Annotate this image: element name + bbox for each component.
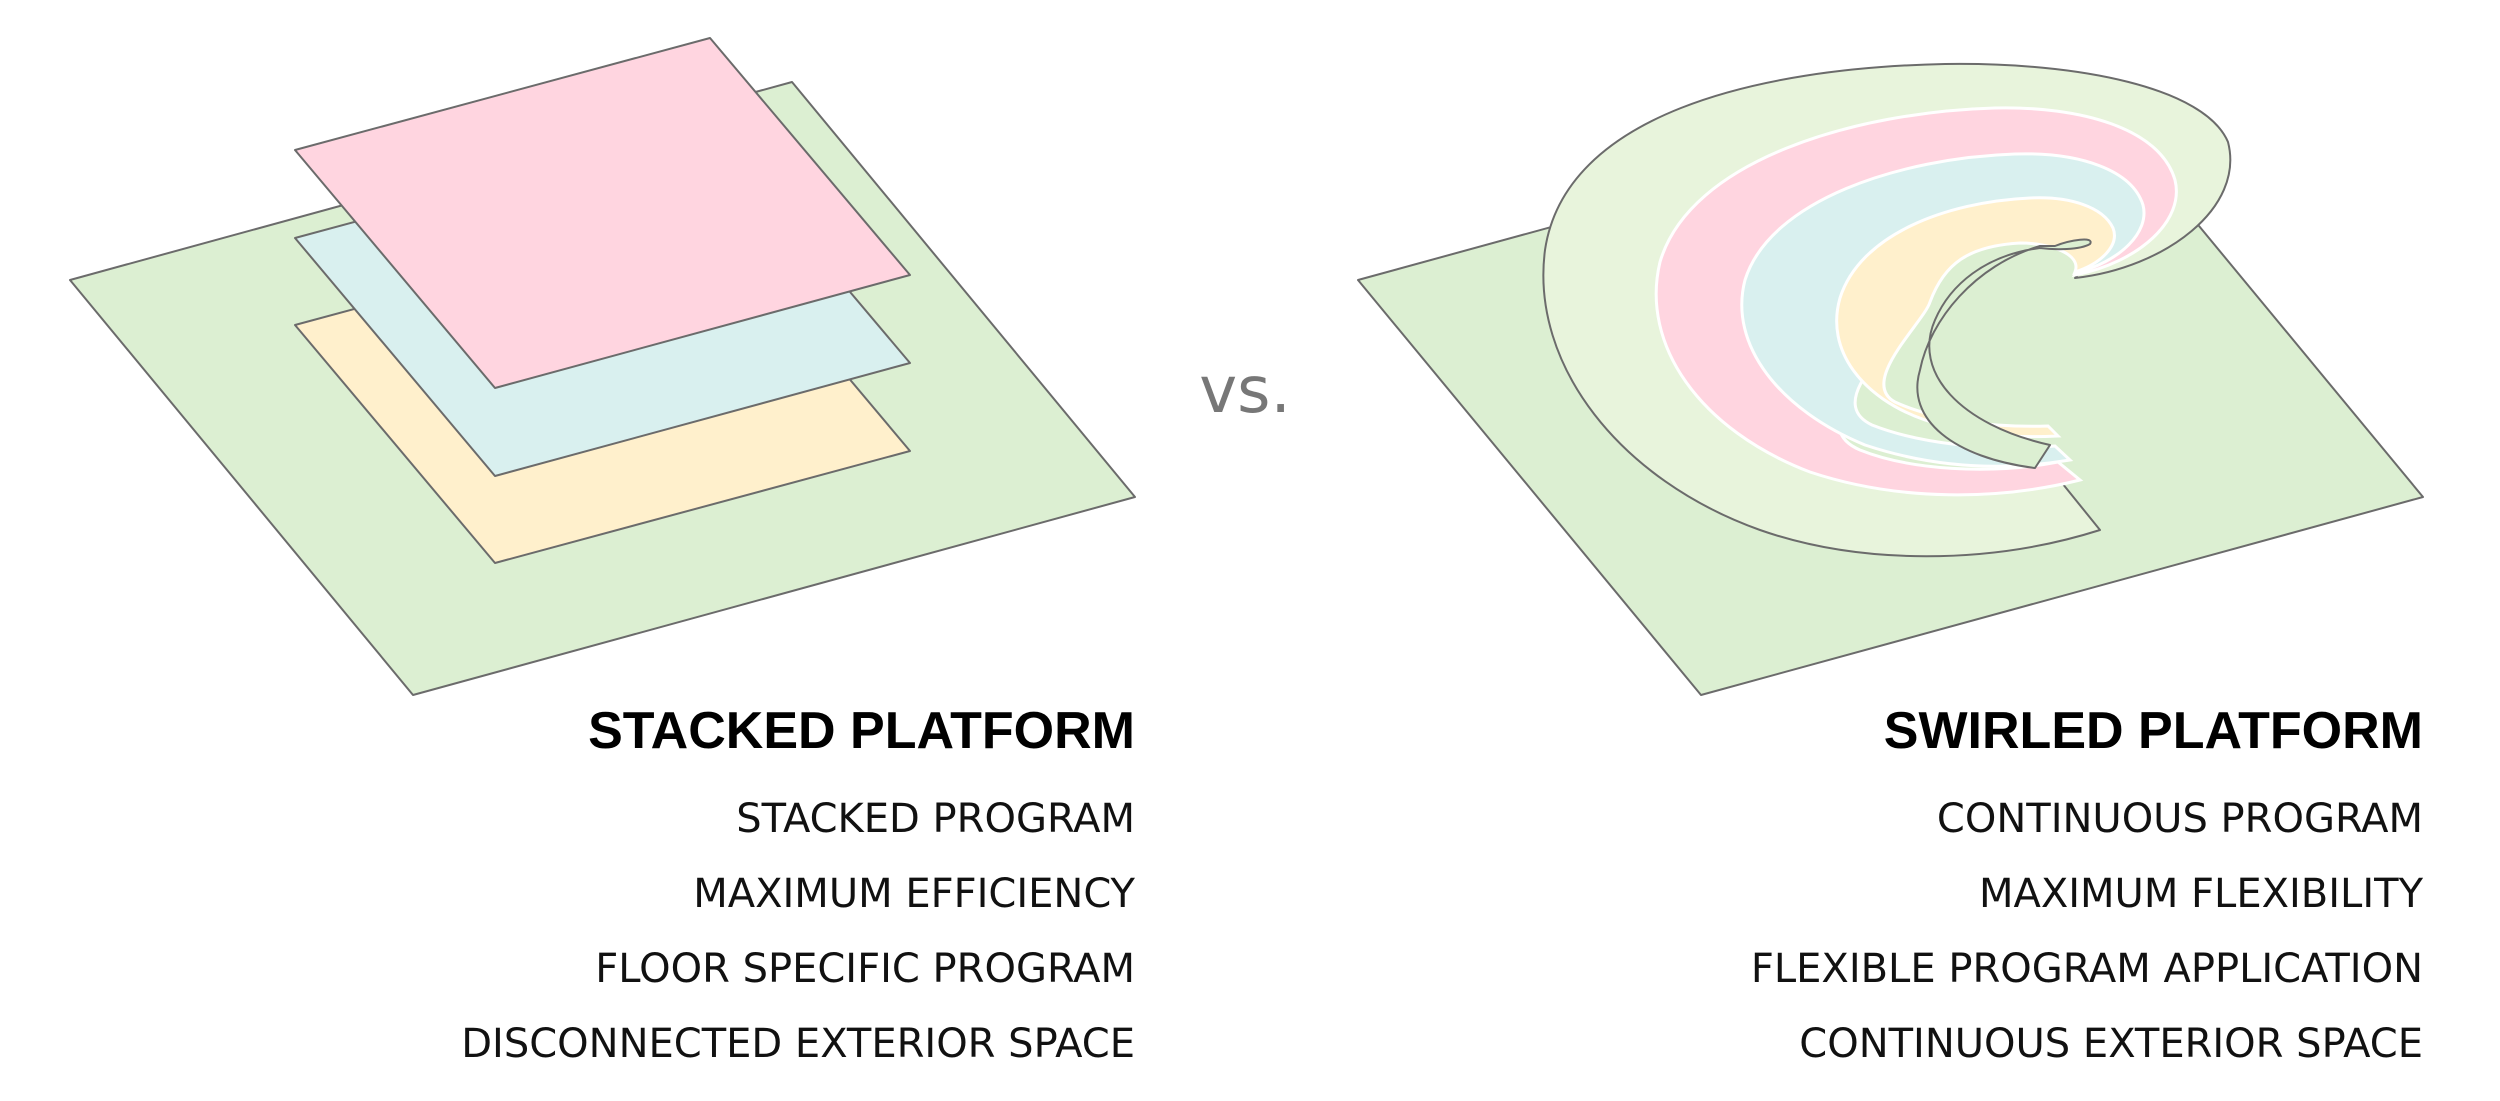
swirled-feature-4: CONTINUOUS EXTERIOR SPACE	[1799, 1021, 2423, 1067]
swirled-feature-1: CONTINUOUS PROGRAM	[1937, 796, 2423, 842]
swirled-platform-text: SWIRLED PLATFORM CONTINUOUS PROGRAM MAXI…	[1751, 702, 2424, 1067]
swirled-feature-2: MAXIMUM FLEXIBILITY	[1979, 871, 2424, 917]
swirled-feature-3: FLEXIBLE PROGRAM APPLICATION	[1751, 946, 2423, 992]
stacked-feature-4: DISCONNECTED EXTERIOR SPACE	[461, 1021, 1135, 1067]
stacked-platform-title: STACKED PLATFORM	[588, 702, 1135, 760]
vs-separator: vs.	[1199, 354, 1291, 428]
stacked-platform-diagram	[69, 37, 1136, 696]
swirled-platform-title: SWIRLED PLATFORM	[1884, 702, 2423, 760]
pink-program-layer	[294, 37, 911, 389]
stacked-feature-2: MAXIMUM EFFICIENCY	[693, 871, 1135, 917]
stacked-feature-1: STACKED PROGRAM	[736, 796, 1135, 842]
stacked-feature-3: FLOOR SPECIFIC PROGRAM	[595, 946, 1135, 992]
swirled-platform-diagram	[1357, 62, 2424, 696]
inner-swirl-void	[1916, 238, 2092, 469]
stacked-platform-text: STACKED PLATFORM STACKED PROGRAM MAXIMUM…	[461, 702, 1135, 1067]
